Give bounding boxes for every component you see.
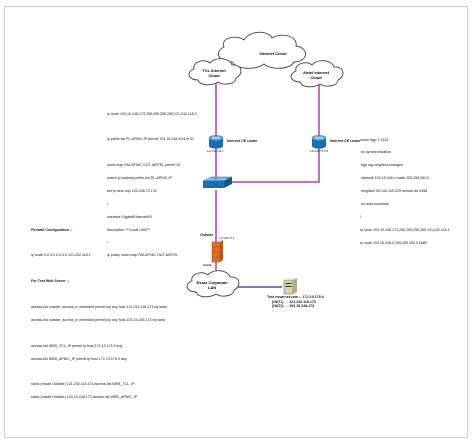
diagram-frame bbox=[4, 6, 468, 438]
link-right-router-to-switch bbox=[232, 148, 320, 183]
server-nat2: (NAT2) → 103.15.248.173 bbox=[272, 304, 315, 308]
firewall-outside-label: Outside bbox=[200, 233, 214, 237]
firewall-config-title: Firewall Configuration :- bbox=[31, 227, 73, 232]
switch-icon bbox=[202, 176, 233, 188]
left-router-icon bbox=[208, 135, 224, 149]
firewall-config: Firewall Configuration :- ip route 0.0.0… bbox=[31, 227, 167, 400]
right-router-config: router bgp 2 1315 no synchronization bgp… bbox=[360, 137, 450, 245]
lan-cloud bbox=[186, 270, 240, 298]
server-icon bbox=[283, 278, 297, 295]
tcl-cloud bbox=[188, 58, 242, 86]
firewall-config-route: ip route 0.0.0.0 0.0.0.0 121.242.118.1 bbox=[31, 253, 91, 258]
firewall-outside-ip: 172.248.73.0 bbox=[219, 237, 235, 240]
server-label: Test essarnet.com :- 172.19.175.9 bbox=[267, 295, 324, 299]
firewall-icon bbox=[211, 240, 223, 263]
internet-cloud bbox=[218, 31, 306, 69]
right-router-icon bbox=[311, 135, 327, 149]
airtel-cloud bbox=[290, 60, 344, 88]
right-router-ip: 125.248.73.178 bbox=[310, 150, 329, 153]
server-nat1: (NAT1) → 121.242.118.173 bbox=[272, 299, 316, 304]
left-router-label: Internet CE router bbox=[227, 139, 258, 143]
right-router-label: Internet CE router bbox=[330, 139, 361, 143]
firewall-inside-label: Inside bbox=[203, 263, 212, 267]
internet-cloud-label: Internet Cloud bbox=[259, 51, 287, 56]
firewall-config-section: For Test Web Server :- bbox=[31, 279, 70, 284]
left-router-config: ip route 103.15.248.173 255.255.255.255 … bbox=[107, 111, 197, 258]
left-router-ip: 121.242.118.1 bbox=[207, 150, 224, 153]
